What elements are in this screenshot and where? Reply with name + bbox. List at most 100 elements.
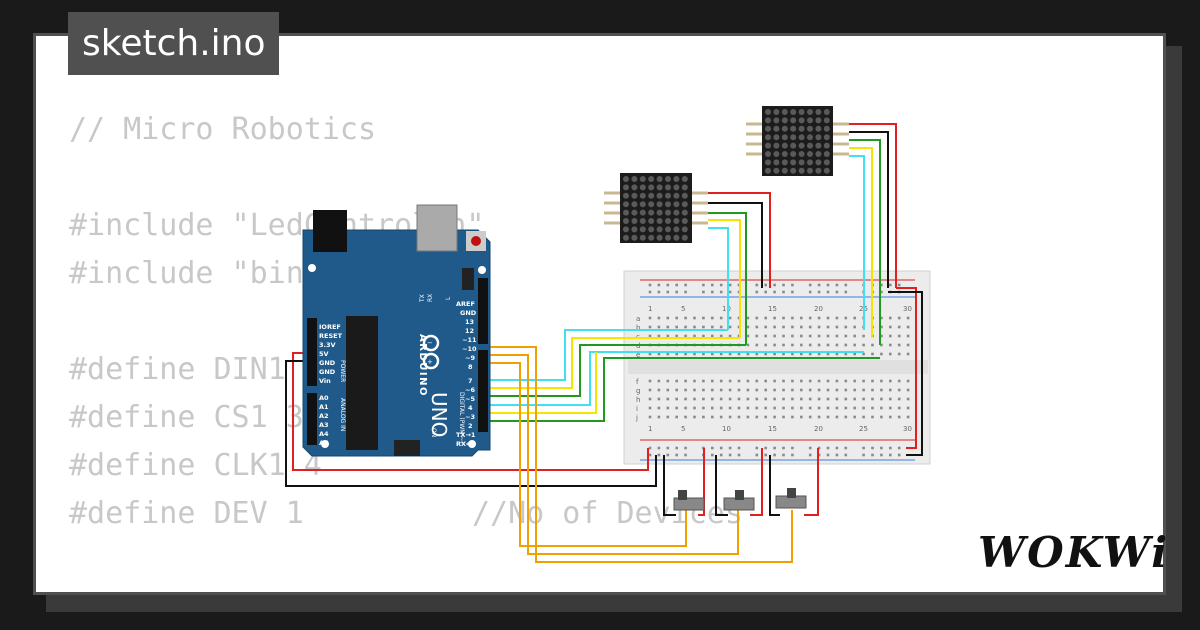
breadboard-hole	[728, 397, 732, 401]
col-number: 1	[648, 425, 652, 433]
breadboard-hole	[728, 406, 732, 410]
led-dot	[639, 201, 646, 208]
led-dot	[765, 109, 771, 115]
breadboard-hole	[835, 352, 839, 356]
breadboard-hole	[746, 379, 750, 383]
slide-switch-2[interactable]	[723, 490, 755, 511]
col-number: 30	[903, 305, 912, 313]
breadboard-hole	[755, 379, 759, 383]
breadboard-hole	[844, 334, 848, 338]
led-dot	[790, 159, 797, 166]
breadboard-hole	[817, 379, 821, 383]
breadboard-hole	[657, 290, 661, 294]
pin-label: A0	[319, 394, 329, 402]
breadboard-hole	[853, 415, 856, 419]
led-dot	[823, 125, 830, 132]
breadboard-hole	[880, 453, 883, 457]
wire-cs-1	[708, 219, 741, 338]
breadboard-hole	[764, 406, 767, 410]
reset-button[interactable]	[471, 236, 481, 246]
breadboard-hole	[684, 388, 687, 392]
led-dot	[681, 226, 688, 233]
breadboard-hole	[897, 406, 901, 410]
breadboard-hole	[755, 283, 759, 287]
breadboard-hole	[880, 397, 883, 401]
led-dot	[665, 176, 671, 182]
led-dot	[773, 167, 780, 174]
breadboard-hole	[853, 334, 856, 338]
breadboard-hole	[862, 343, 865, 347]
led-dot	[773, 117, 780, 124]
breadboard-hole	[800, 316, 803, 320]
led-matrix-2[interactable]	[746, 106, 849, 176]
led-dot	[673, 209, 680, 216]
led-dot	[781, 109, 788, 115]
breadboard-hole	[755, 453, 759, 457]
breadboard-hole	[880, 388, 883, 392]
pin-label: RX←0	[456, 440, 476, 448]
breadboard-hole	[871, 352, 874, 356]
breadboard-hole	[800, 388, 803, 392]
breadboard-hole	[897, 388, 901, 392]
breadboard-hole	[880, 446, 883, 450]
led-dot	[790, 167, 797, 174]
file-title-tab[interactable]: sketch.ino	[68, 12, 280, 75]
breadboard-hole	[853, 406, 856, 410]
breadboard-hole	[880, 283, 883, 287]
atmega-chip	[346, 316, 378, 450]
breadboard-hole	[675, 352, 678, 356]
breadboard-hole	[826, 290, 830, 294]
arduino-uno[interactable]: IOREF RESET 3.3V 5V GND GND Vin A0 A1 A2…	[302, 204, 491, 457]
slide-switch-3[interactable]	[775, 488, 807, 509]
breadboard-hole	[889, 453, 892, 457]
col-number: 1	[648, 305, 652, 313]
led-dot	[623, 192, 629, 199]
breadboard-hole	[800, 379, 803, 383]
breadboard-hole	[648, 415, 652, 419]
breadboard-hole	[773, 325, 776, 329]
led-dot	[798, 142, 805, 149]
led-dot	[823, 142, 830, 149]
code-line: #define CS1 3	[69, 400, 304, 435]
breadboard-hole	[666, 290, 670, 294]
breadboard-hole	[897, 283, 901, 287]
led-dot	[631, 209, 638, 216]
led-dot	[665, 226, 671, 233]
led-dot	[623, 184, 629, 191]
led-dot	[673, 234, 680, 241]
breadboard-hole	[666, 325, 670, 329]
breadboard-hole	[889, 343, 892, 347]
breadboard-hole	[684, 290, 687, 294]
breadboard-hole	[844, 283, 848, 287]
breadboard-hole	[791, 446, 794, 450]
led-dot	[815, 142, 822, 149]
led-dot	[681, 184, 688, 191]
slide-switch-1[interactable]	[673, 490, 705, 511]
breadboard-hole	[871, 453, 874, 457]
breadboard-hole	[657, 453, 661, 457]
breadboard-hole	[746, 415, 750, 419]
wire-rail-gnd	[888, 291, 923, 456]
breadboard-hole	[693, 325, 696, 329]
breadboard-hole	[684, 406, 687, 410]
pin-label: TX→1	[456, 431, 476, 439]
led-dot	[790, 142, 797, 149]
breadboard-hole	[782, 343, 785, 347]
breadboard-hole	[817, 343, 821, 347]
led-dot	[765, 151, 771, 157]
breadboard-hole	[889, 283, 892, 287]
led-dot	[648, 218, 655, 224]
breadboard-hole	[675, 406, 678, 410]
breadboard-hole	[897, 316, 901, 320]
led-dot	[673, 218, 680, 224]
breadboard-hole	[862, 334, 865, 338]
breadboard-hole	[862, 406, 865, 410]
breadboard-hole	[880, 316, 883, 320]
led-matrix-1[interactable]	[604, 173, 708, 243]
led-dot	[648, 234, 655, 241]
breadboard-hole	[835, 446, 839, 450]
breadboard-hole	[648, 290, 652, 294]
row-letter: e	[636, 351, 640, 359]
breadboard-hole	[835, 325, 839, 329]
pin-label: GND	[319, 359, 336, 367]
